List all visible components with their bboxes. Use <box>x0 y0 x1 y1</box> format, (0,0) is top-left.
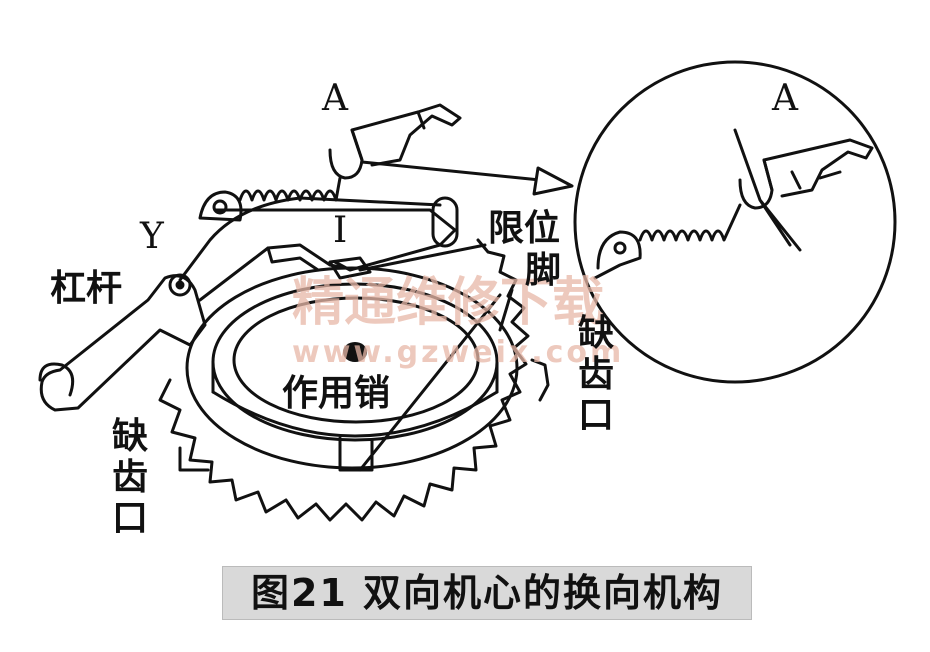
detail-circle <box>573 60 897 384</box>
label-notch-left-2: 齿 <box>112 457 148 498</box>
spring <box>238 176 342 202</box>
label-lever: 杠杆 <box>50 268 122 309</box>
spring-pivot-plate <box>198 190 243 222</box>
lever-end-roller <box>38 362 75 397</box>
detail-hook-inner <box>762 158 842 192</box>
label-I: I <box>333 210 347 251</box>
frame-plate <box>178 196 442 302</box>
ring-wall <box>211 360 499 394</box>
label-A-main: A <box>321 78 349 119</box>
inner-ring-inner <box>232 296 480 424</box>
label-pin: 作用销 <box>282 373 390 414</box>
A-hook-inner <box>350 110 426 162</box>
notch-right-leader <box>498 288 514 332</box>
ratchet-wheel-teeth <box>158 238 530 522</box>
detail-spring <box>638 203 742 242</box>
spring-pivot-hole <box>212 199 228 215</box>
watermark-line1: 精通维修下载 <box>292 273 604 333</box>
label-A-detail: A <box>771 78 799 119</box>
lever-pivot-Y <box>168 273 192 297</box>
bottom-notch-block <box>338 436 374 472</box>
detail-pivot-plate <box>593 230 642 280</box>
detail-arrow-head <box>532 166 574 196</box>
lever-pivot-dot <box>175 280 185 290</box>
label-notch-right-1: 缺 <box>578 313 614 354</box>
frame-plate-edge <box>266 246 320 272</box>
detail-pivot-hole <box>613 241 627 255</box>
label-Y: Y <box>139 216 165 257</box>
ring-wall-bottom <box>211 390 499 438</box>
label-notch-right-2: 齿 <box>578 354 614 395</box>
right-notch-mark <box>530 358 550 402</box>
limit-foot-leader <box>358 243 487 272</box>
label-notch-left-1: 缺 <box>112 416 148 457</box>
watermark-line2: www.gzweix.com <box>292 335 624 370</box>
label-notch-left-3: 口 <box>112 498 148 539</box>
detail-limit-lines <box>733 128 802 252</box>
A-hook-part <box>328 103 462 180</box>
pin-leader <box>358 293 502 472</box>
label-limit-foot-1: 限位 <box>488 208 560 249</box>
figure-caption: 图21 双向机心的换向机构 <box>222 566 752 620</box>
label-limit-foot-2: 脚 <box>525 250 561 291</box>
left-notch-block <box>178 446 210 472</box>
limit-post <box>431 196 459 248</box>
detail-arrow-line <box>360 160 542 182</box>
pivot-pin <box>343 342 367 362</box>
limit-foot <box>328 256 372 280</box>
label-notch-right-3: 口 <box>578 395 614 436</box>
reverse-arm <box>213 208 457 272</box>
